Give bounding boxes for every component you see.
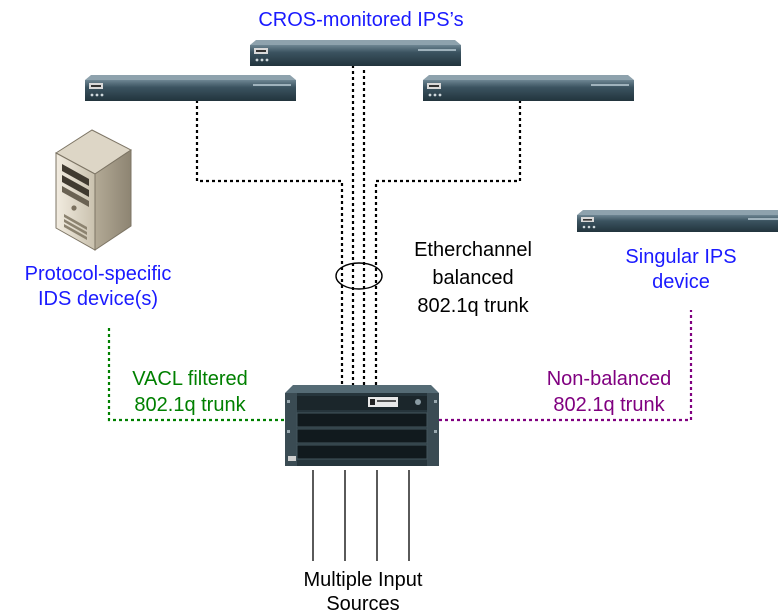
switch-chassis-icon bbox=[285, 385, 439, 466]
non-balanced-label-line1: Non-balanced bbox=[546, 368, 672, 390]
non-balanced-label-line2: 802.1q trunk bbox=[553, 394, 665, 416]
etherchannel-label-line3: 802.1q trunk bbox=[417, 295, 529, 317]
etherchannel-link-left bbox=[195, 100, 344, 390]
ips-appliance-left bbox=[85, 75, 296, 101]
rack-appliance-icon bbox=[423, 75, 634, 101]
protocol-specific-label-line2: IDS device(s) bbox=[37, 288, 159, 310]
ids-server bbox=[55, 129, 132, 251]
cros-monitored-label: CROS-monitored IPS’s bbox=[258, 9, 464, 31]
multiple-input-label-line2: Sources bbox=[326, 593, 400, 615]
etherchannel-link-right bbox=[374, 100, 522, 390]
rack-appliance-icon bbox=[577, 210, 778, 232]
etherchannel-label-line2: balanced bbox=[432, 267, 514, 289]
multiple-input-label-line1: Multiple Input bbox=[303, 569, 423, 591]
vacl-label-line1: VACL filtered bbox=[132, 368, 248, 390]
etherchannel-bundle-ellipse bbox=[335, 262, 383, 290]
etherchannel-label-line1: Etherchannel bbox=[414, 239, 532, 261]
central-switch bbox=[285, 385, 439, 466]
vacl-label-line2: 802.1q trunk bbox=[134, 394, 246, 416]
vacl-filtered-link bbox=[107, 328, 285, 422]
rack-appliance-icon bbox=[85, 75, 296, 101]
singular-ips-label-line1: Singular IPS bbox=[625, 246, 737, 268]
non-balanced-link bbox=[439, 310, 693, 422]
server-tower-icon bbox=[55, 129, 132, 251]
ips-appliance-right bbox=[423, 75, 634, 101]
protocol-specific-label-line1: Protocol-specific bbox=[24, 263, 172, 285]
rack-appliance-icon bbox=[250, 40, 461, 66]
etherchannel-links bbox=[195, 65, 522, 390]
singular-ips-label-line2: device bbox=[652, 271, 710, 293]
input-source-lines bbox=[312, 470, 410, 561]
ips-appliance-top bbox=[250, 40, 461, 66]
singular-ips-appliance bbox=[577, 210, 778, 232]
